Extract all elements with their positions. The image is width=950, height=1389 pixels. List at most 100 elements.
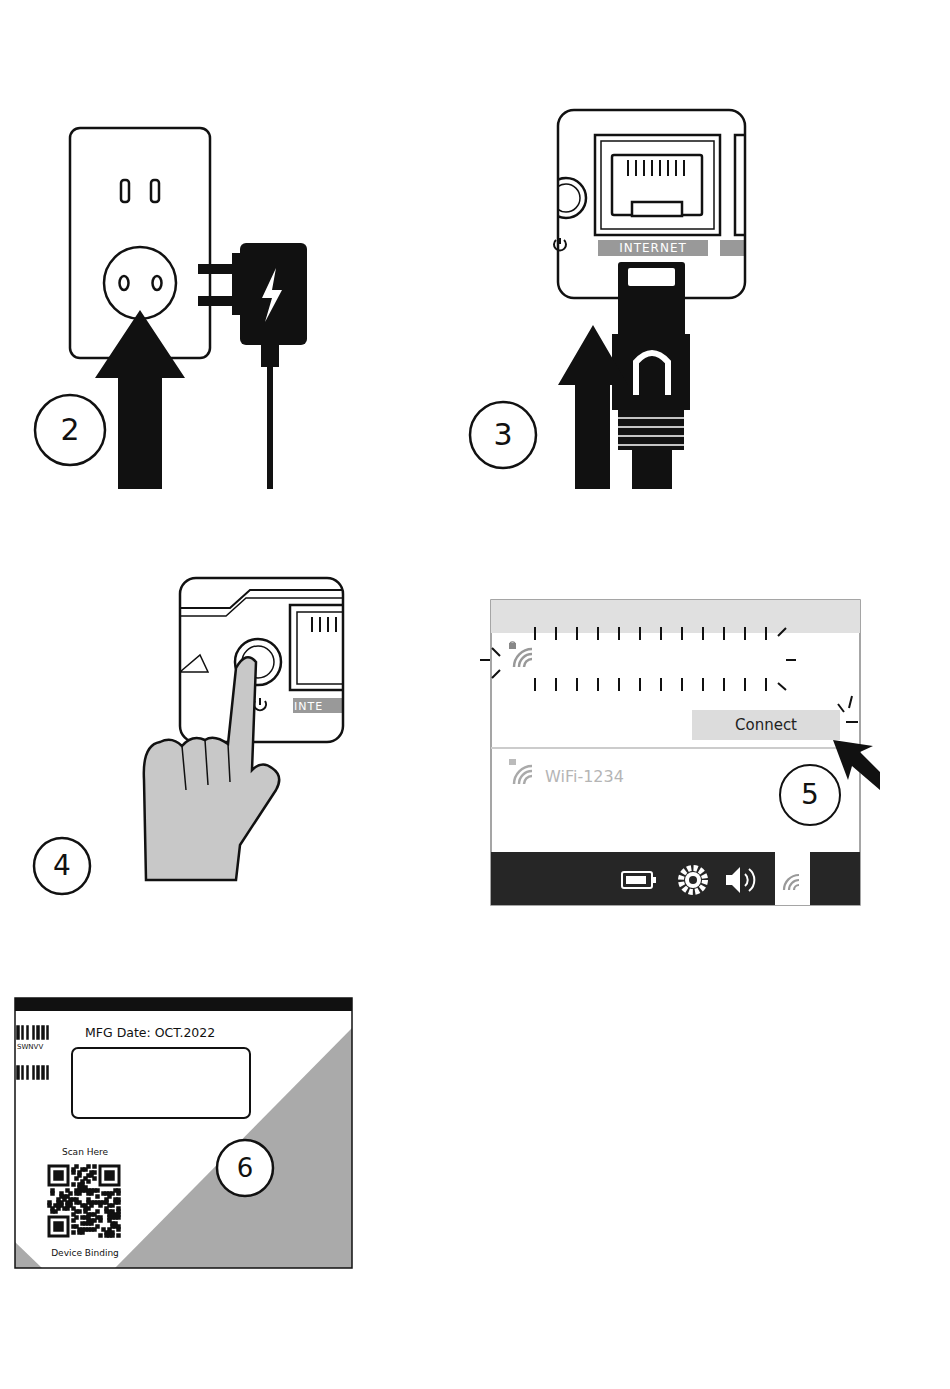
callout-number: 5 bbox=[801, 781, 819, 809]
qr-module bbox=[99, 1234, 102, 1237]
label-text: MFG Date: OCT.2022 bbox=[85, 1027, 215, 1040]
port-pin bbox=[327, 617, 329, 632]
outlet-slot bbox=[151, 180, 159, 202]
port-pin bbox=[311, 617, 313, 632]
callout-number: 3 bbox=[493, 420, 512, 450]
plug-clip bbox=[636, 353, 668, 395]
barcodes bbox=[17, 1026, 48, 1079]
screen bbox=[491, 600, 860, 905]
callout-circle bbox=[34, 838, 90, 894]
outlet-step bbox=[35, 128, 307, 489]
qr-module bbox=[117, 1201, 120, 1204]
port-pin bbox=[675, 160, 677, 176]
label-step bbox=[15, 998, 352, 1268]
barcode-bar bbox=[17, 1026, 19, 1039]
qr-module bbox=[99, 1204, 102, 1207]
qr-module bbox=[72, 1171, 75, 1174]
tick bbox=[744, 627, 746, 640]
lock-icon bbox=[509, 759, 516, 765]
round-socket bbox=[104, 247, 176, 319]
tick bbox=[639, 678, 641, 691]
finger-lines bbox=[182, 740, 230, 790]
barcode-bar bbox=[22, 1066, 23, 1079]
qr-module bbox=[72, 1183, 75, 1186]
port-pins bbox=[312, 617, 343, 632]
cord-relief bbox=[261, 345, 279, 367]
qr-module bbox=[72, 1231, 75, 1234]
label-top-band bbox=[15, 998, 352, 1011]
port-pins bbox=[628, 160, 684, 176]
callout-number: 6 bbox=[237, 1155, 254, 1181]
gear-icon bbox=[681, 868, 705, 892]
power-button bbox=[558, 178, 586, 218]
label-text: WiFi-1234 bbox=[545, 769, 624, 785]
tick bbox=[765, 627, 767, 640]
callout-circle bbox=[217, 1140, 273, 1196]
lock-icon bbox=[509, 643, 516, 649]
qr-module bbox=[117, 1234, 120, 1237]
port-latch bbox=[632, 202, 682, 216]
tick bbox=[597, 627, 599, 640]
qr-module bbox=[111, 1204, 114, 1207]
next-port bbox=[735, 135, 745, 235]
cable-step bbox=[470, 110, 765, 489]
tick bbox=[597, 678, 599, 691]
ethernet-port bbox=[297, 612, 343, 684]
qr-finder-core bbox=[54, 1171, 63, 1180]
qr-finder bbox=[49, 1166, 68, 1185]
tick bbox=[660, 678, 662, 691]
wifi-tab bbox=[775, 852, 810, 905]
power-step bbox=[34, 578, 360, 894]
tick bbox=[555, 678, 557, 691]
detail-frame bbox=[558, 110, 745, 298]
barcode-bar bbox=[37, 1066, 39, 1079]
barcode-bar bbox=[22, 1026, 23, 1039]
port-housing bbox=[595, 135, 720, 235]
socket-hole bbox=[120, 276, 129, 290]
qr-module bbox=[90, 1192, 93, 1195]
sound-waves bbox=[745, 869, 754, 891]
tick bbox=[555, 627, 557, 640]
barcode-bar bbox=[27, 1026, 28, 1039]
qr-module bbox=[90, 1222, 93, 1225]
case-edge bbox=[180, 598, 343, 616]
qr-module bbox=[78, 1192, 81, 1195]
outlet-slot bbox=[121, 180, 129, 202]
tick bbox=[576, 678, 578, 691]
qr-module bbox=[51, 1192, 54, 1195]
serial-box bbox=[72, 1048, 250, 1118]
port-pin bbox=[683, 160, 685, 176]
tick bbox=[534, 678, 536, 691]
qr-module bbox=[111, 1234, 114, 1237]
boot-ribs bbox=[618, 410, 684, 450]
boot-rib bbox=[618, 417, 684, 419]
qr-module bbox=[54, 1210, 57, 1213]
device-label bbox=[15, 998, 352, 1268]
port-pin bbox=[659, 160, 661, 176]
barcode-bar bbox=[17, 1066, 19, 1079]
wifi-icon bbox=[784, 875, 799, 890]
qr-code bbox=[48, 1165, 120, 1237]
wifi-step bbox=[480, 600, 880, 905]
qr-module bbox=[93, 1228, 96, 1231]
highlight-ticks bbox=[535, 627, 766, 691]
tick bbox=[681, 627, 683, 640]
barcode-bar bbox=[33, 1026, 34, 1039]
port-label-band bbox=[293, 698, 343, 713]
qr-module bbox=[81, 1231, 84, 1234]
battery-tip bbox=[653, 877, 656, 883]
screen-top-bar bbox=[491, 600, 860, 633]
ethernet-port bbox=[612, 155, 702, 215]
tick bbox=[639, 627, 641, 640]
gear-hole bbox=[689, 876, 697, 884]
boot-rib bbox=[618, 435, 684, 437]
tick bbox=[702, 678, 704, 691]
barcode-bar bbox=[37, 1026, 39, 1039]
callout-circle bbox=[35, 395, 105, 465]
tick bbox=[723, 678, 725, 691]
battery-level bbox=[626, 876, 646, 884]
socket-hole bbox=[153, 276, 162, 290]
detail-frame bbox=[180, 578, 343, 742]
